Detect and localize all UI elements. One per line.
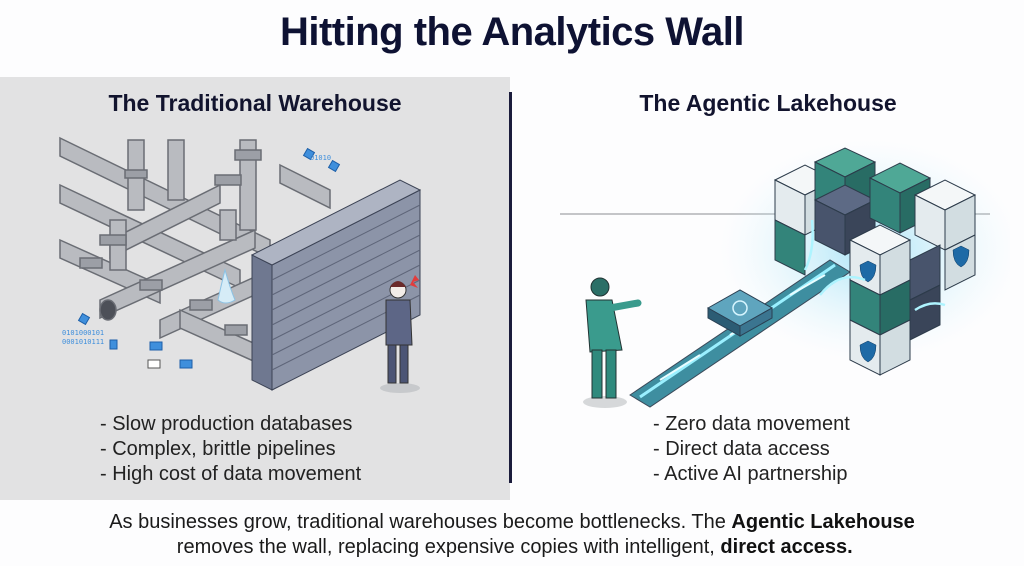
caption-emphasis: Agentic Lakehouse <box>731 511 915 533</box>
pipes-network <box>59 136 331 375</box>
pipes-and-brick-wall-illustration: 0101000101 0001010111 01010 <box>59 136 422 393</box>
bullet-item: - Slow production databases <box>100 413 353 435</box>
bullet-item: - Active AI partnership <box>653 463 848 485</box>
summary-caption: As businesses grow, traditional warehous… <box>0 510 1024 560</box>
caption-emphasis: direct access. <box>720 536 853 558</box>
bullet-item: - Complex, brittle pipelines <box>100 438 336 460</box>
brick-wall <box>250 179 422 391</box>
shield-icon <box>859 245 970 363</box>
binary-stream-text: 01010 <box>310 154 331 162</box>
cube-slate <box>909 244 941 341</box>
leaking-data-icon <box>77 147 341 369</box>
agentic-lakehouse-heading: The Agentic Lakehouse <box>639 90 897 116</box>
page-title: Hitting the Analytics Wall <box>279 10 745 54</box>
traditional-warehouse-bullets: - Slow production databases - Complex, b… <box>100 412 361 487</box>
cube-white <box>848 224 912 296</box>
cube-teal <box>774 219 806 276</box>
panel-divider <box>509 92 512 483</box>
traditional-warehouse-heading: The Traditional Warehouse <box>108 90 402 116</box>
water-leak-icon <box>217 268 236 304</box>
ai-pipeline-to-data-cube-illustration <box>560 140 1010 408</box>
bullet-item: - Direct data access <box>653 438 830 460</box>
frustrated-businessman-icon <box>380 275 420 393</box>
bullet-item: - High cost of data movement <box>100 463 362 485</box>
bullet-item: - Zero data movement <box>653 413 850 435</box>
agentic-lakehouse-bullets: - Zero data movement - Direct data acces… <box>653 412 850 487</box>
data-cube-cluster <box>773 147 977 376</box>
caption-text: removes the wall, replacing expensive co… <box>171 536 721 558</box>
binary-stream-text: 0001010111 <box>62 338 104 346</box>
data-flow-arrows <box>803 219 946 312</box>
businessman-pointing-icon <box>583 277 642 408</box>
binary-stream-text: 0101000101 <box>62 329 104 337</box>
ai-brain-chip-icon <box>706 289 774 337</box>
caption-text: As businesses grow, traditional warehous… <box>109 511 732 533</box>
